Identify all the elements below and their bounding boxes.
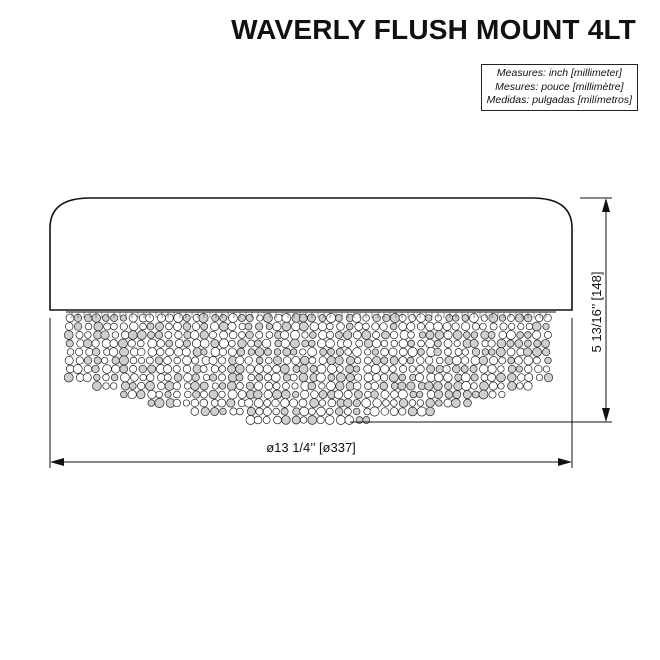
- fixture-canopy: [49, 197, 573, 311]
- crystal-drape: [63, 312, 554, 425]
- units-legend: Measures: inch [millimeter] Mesures: pou…: [480, 64, 638, 111]
- height-dimension-line: [350, 197, 612, 423]
- units-line-spanish: Medidas: pulgadas [milímetros]: [486, 94, 632, 106]
- product-title: WAVERLY FLUSH MOUNT 4LT: [231, 14, 636, 45]
- diameter-dimension-line: [49, 318, 573, 468]
- units-line-english: Measures: inch [millimeter]: [496, 67, 622, 79]
- diameter-dimension-label: ø13 1/4’’ [ø337]: [266, 440, 356, 455]
- height-dimension-label: 5 13/16’’ [148]: [589, 272, 604, 353]
- units-line-french: Mesures: pouce [millimètre]: [495, 80, 624, 93]
